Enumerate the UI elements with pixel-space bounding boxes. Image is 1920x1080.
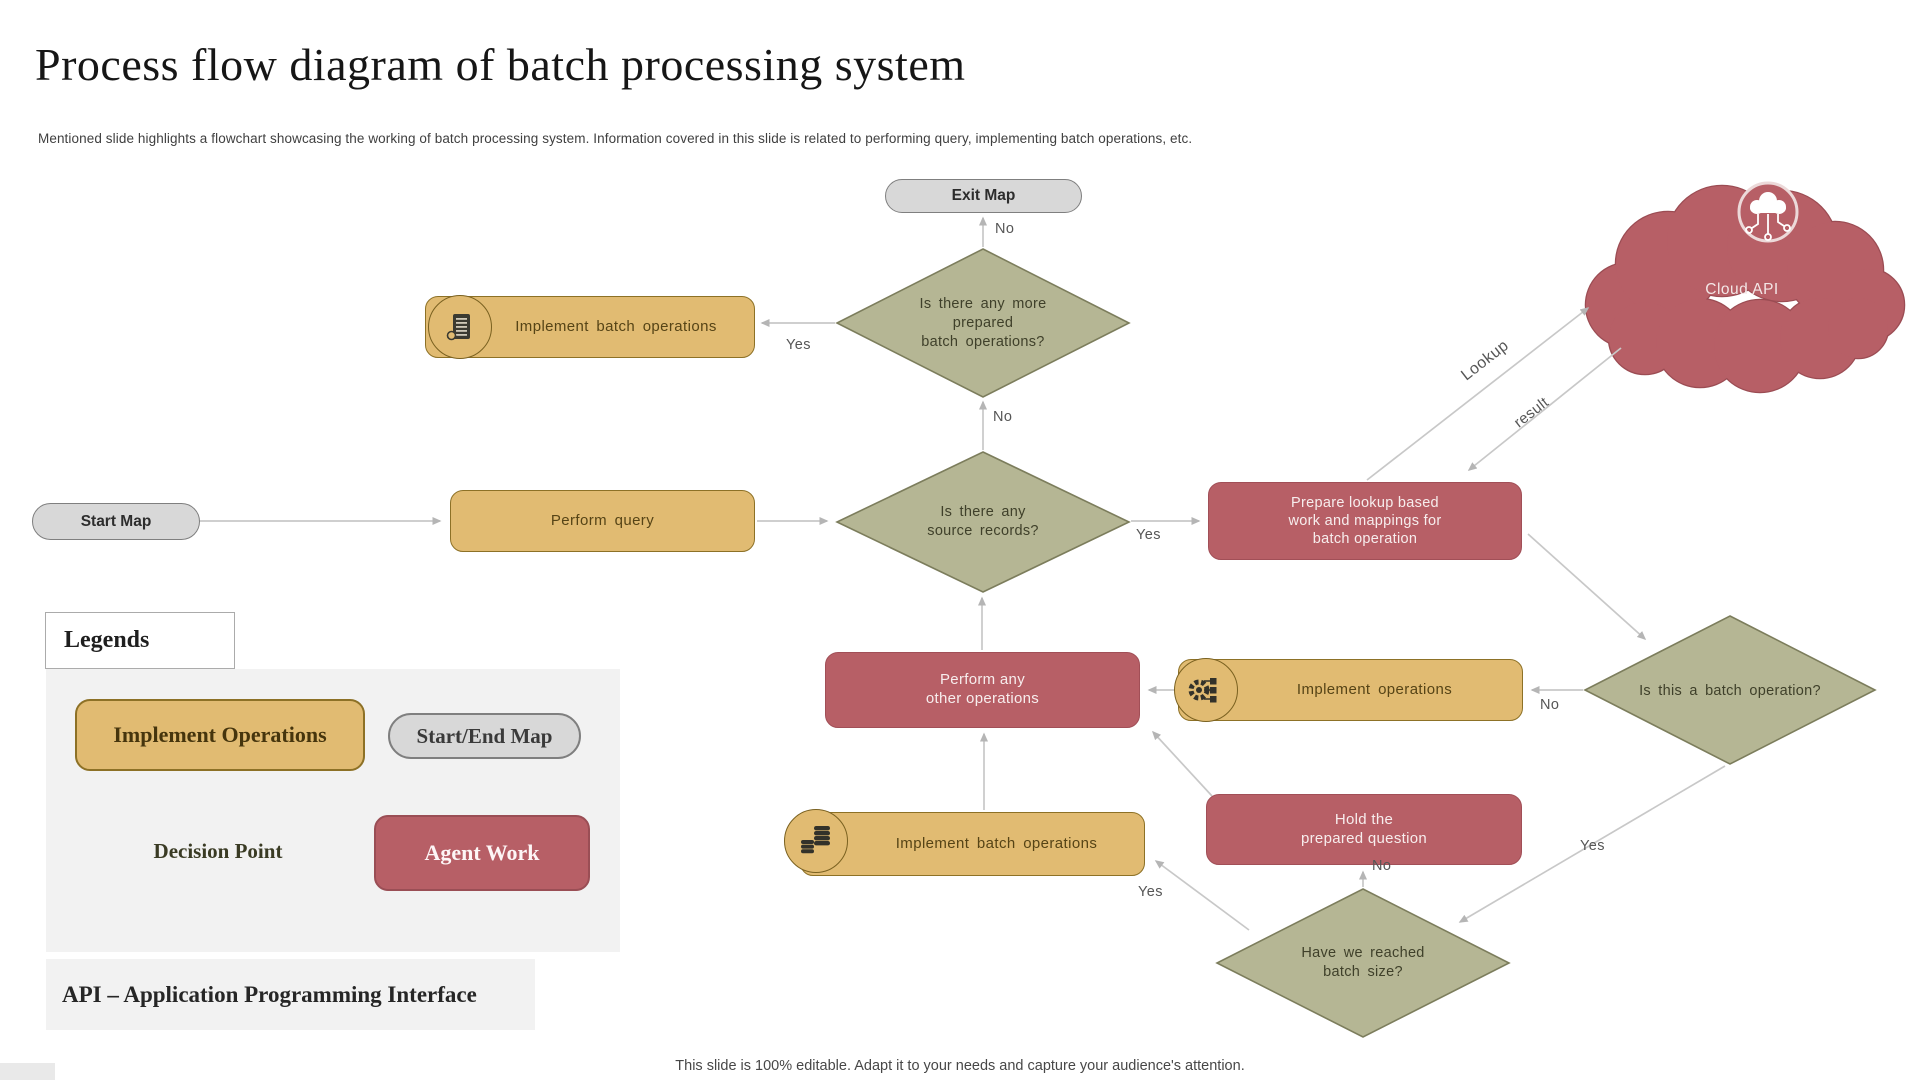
diamond-more-batch-operations xyxy=(835,248,1131,398)
edge-label-no-implement-ops: No xyxy=(1540,697,1560,713)
editable-note: This slide is 100% editable. Adapt it to… xyxy=(675,1058,1245,1074)
implement-batch-operations-bottom-box: Implement batch operations xyxy=(800,812,1145,876)
arrow-prepare-to-isbatch xyxy=(1527,533,1647,641)
legend-implement-operations: Implement Operations xyxy=(75,699,365,771)
diamond-more-batch-label: Is there any more prepared batch operati… xyxy=(919,296,1047,350)
coins-icon-circle xyxy=(784,809,848,873)
perform-query-label: Perform query xyxy=(550,511,655,529)
edge-label-yes-lookup: Yes xyxy=(1136,527,1161,543)
hold-prepared-question-box: Hold the prepared question xyxy=(1206,794,1522,865)
start-map-label: Start Map xyxy=(80,512,152,530)
perform-other-label: Perform any other operations xyxy=(925,671,1040,707)
arrow-hold-to-perform-other xyxy=(1151,730,1213,797)
exit-map-terminal: Exit Map xyxy=(885,179,1082,213)
legend-title-box: Legends xyxy=(45,612,235,669)
gear-icon-circle xyxy=(1174,658,1238,722)
edge-label-no-exit: No xyxy=(995,221,1015,237)
cloud-network-icon xyxy=(1737,181,1799,243)
diamond-source-records xyxy=(835,451,1131,593)
legend-start-end-map: Start/End Map xyxy=(388,713,581,759)
cloud-api-label: Cloud API xyxy=(1705,281,1779,298)
perform-query-box: Perform query xyxy=(450,490,755,552)
arrow-yes-to-batchsize xyxy=(1458,765,1726,923)
document-icon-circle xyxy=(428,295,492,359)
gear-icon xyxy=(1188,678,1217,703)
diamond-batch-size xyxy=(1215,888,1511,1038)
connector-arrows xyxy=(185,216,1726,931)
legend-decision-point-label: Decision Point xyxy=(153,839,283,863)
edge-label-yes-implement-top: Yes xyxy=(786,337,811,353)
edge-label-no-more: No xyxy=(993,409,1013,425)
implement-operations-label: Implement operations xyxy=(1296,680,1453,698)
cloud-api-shape xyxy=(1584,181,1906,394)
slide-subtitle: Mentioned slide highlights a flowchart s… xyxy=(38,131,1193,146)
legend-agent-work: Agent Work xyxy=(374,815,590,891)
arrow-yes-to-implement-bottom xyxy=(1154,860,1250,931)
exit-map-label: Exit Map xyxy=(951,187,1016,205)
diamond-source-records-label: Is there any source records? xyxy=(927,504,1039,539)
arrow-lookup-to-cloud xyxy=(1366,307,1590,481)
edge-label-yes-batch-size: Yes xyxy=(1580,838,1605,854)
implement-batch-top-label: Implement batch operations xyxy=(515,317,717,335)
diamond-is-batch-operation xyxy=(1583,615,1877,765)
page-title: Process flow diagram of batch processing… xyxy=(35,39,966,90)
start-map-terminal: Start Map xyxy=(32,503,200,540)
edge-label-no-hold: No xyxy=(1372,858,1392,874)
coins-icon xyxy=(801,826,830,854)
implement-batch-bottom-label: Implement batch operations xyxy=(895,834,1098,852)
diamond-batch-size-label: Have we reached batch size? xyxy=(1301,945,1425,980)
page-corner-artifact xyxy=(0,1063,55,1080)
perform-other-operations-box: Perform any other operations xyxy=(825,652,1140,728)
hold-question-label: Hold the prepared question xyxy=(1300,810,1428,847)
document-icon xyxy=(446,314,470,341)
diamond-is-batch-label: Is this a batch operation? xyxy=(1639,683,1821,699)
prepare-lookup-box: Prepare lookup based work and mappings f… xyxy=(1208,482,1522,560)
prepare-lookup-label: Prepare lookup based work and mappings f… xyxy=(1288,494,1442,548)
api-abbreviation-note: API – Application Programming Interface xyxy=(46,959,535,1030)
arrow-result-to-prepare xyxy=(1467,347,1622,471)
edge-label-yes-implement-bottom: Yes xyxy=(1138,884,1163,900)
